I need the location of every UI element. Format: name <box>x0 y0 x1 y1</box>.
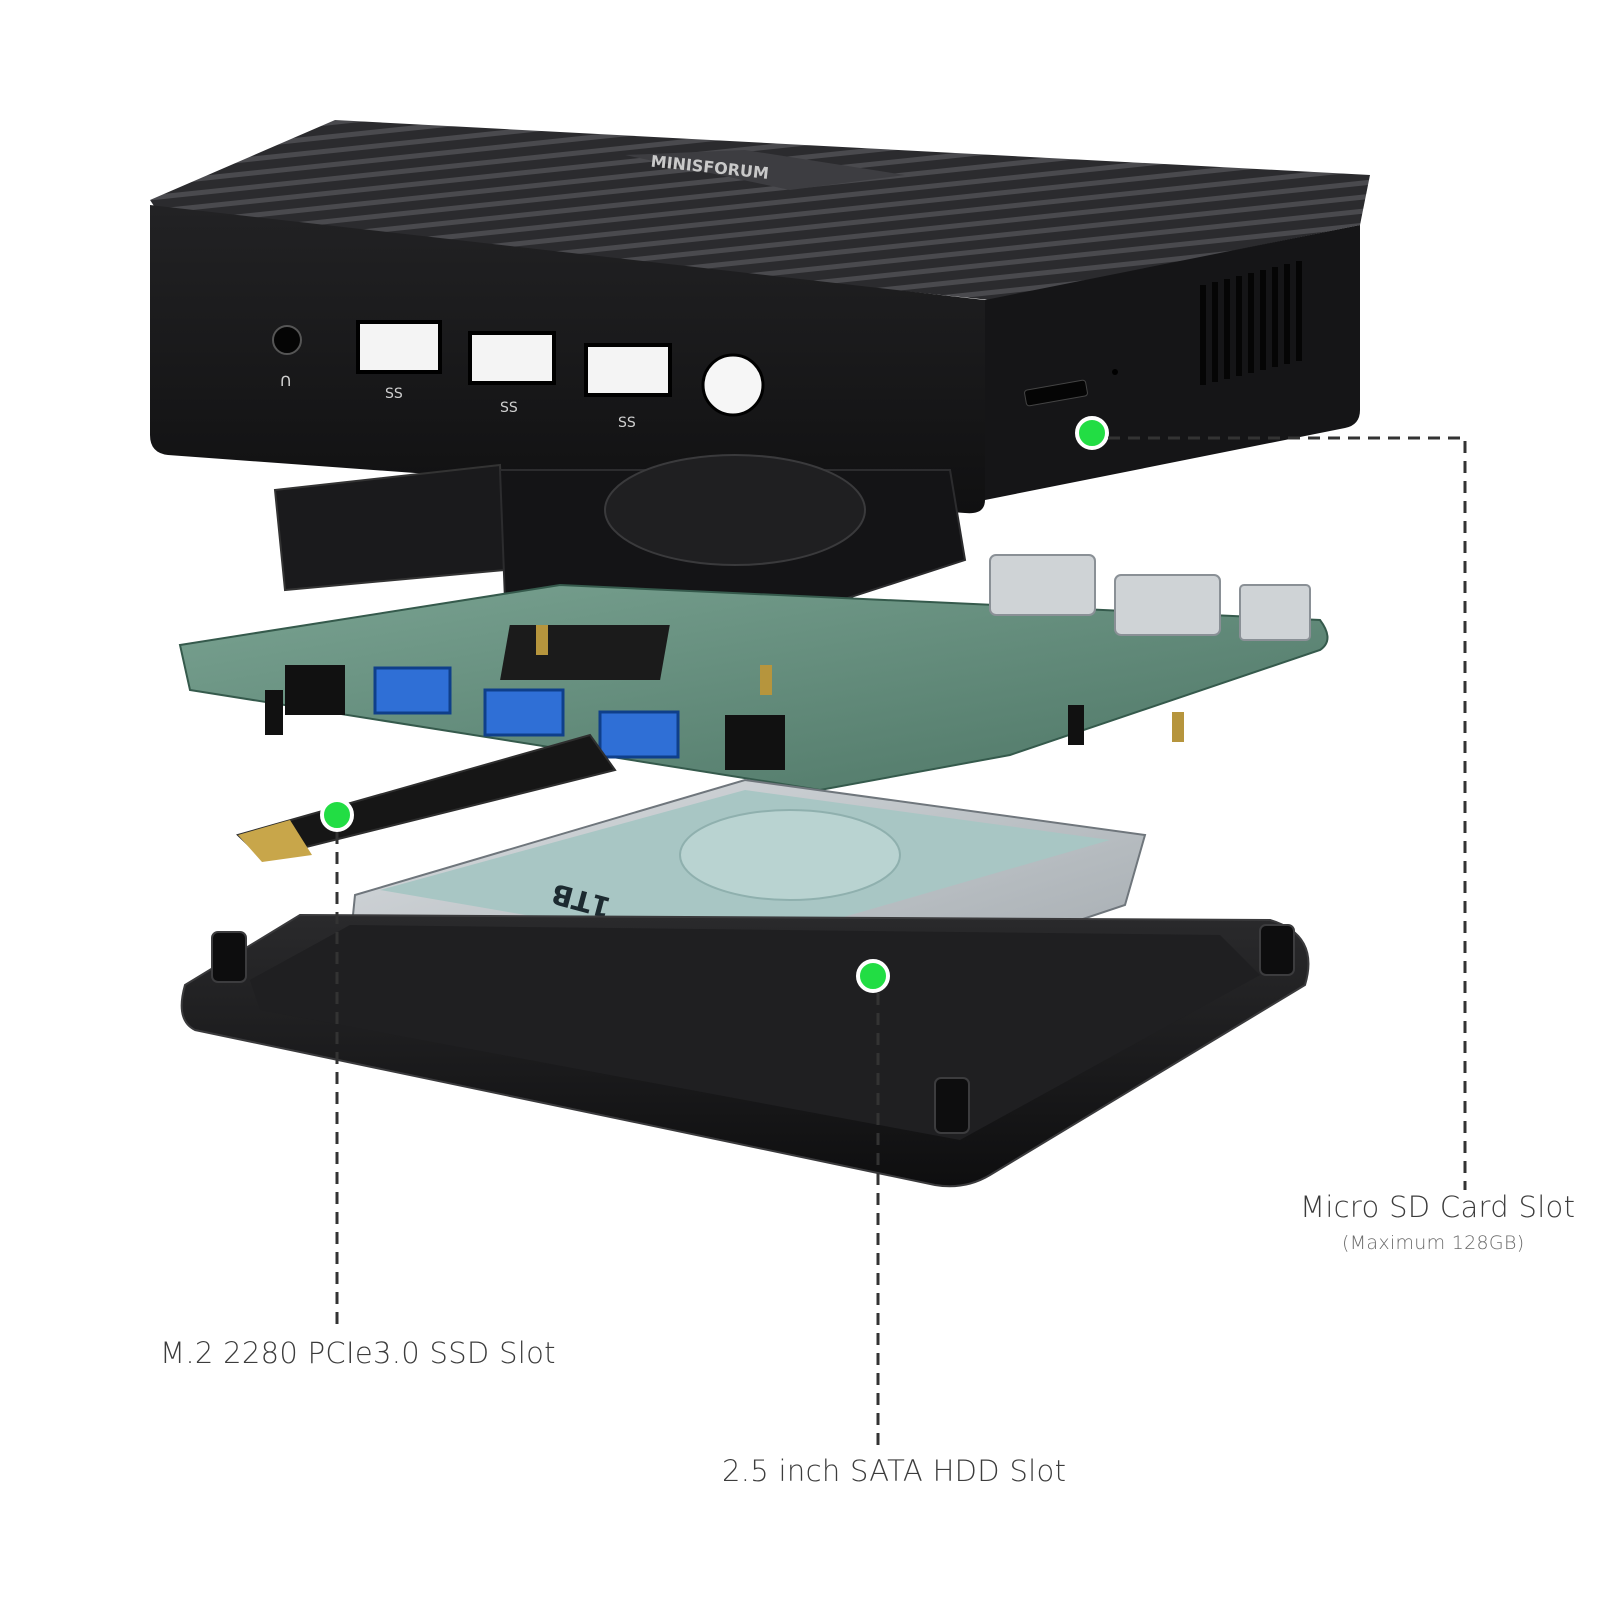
sata-hdd-callout-title: 2.5 inch SATA HDD Slot <box>722 1454 1067 1488</box>
power-button[interactable] <box>701 353 765 417</box>
usb-ss-mark-3: SS <box>618 415 636 431</box>
micro-sd-marker[interactable] <box>1075 416 1109 450</box>
motherboard <box>178 554 1329 792</box>
hdd-platter-bump <box>679 809 901 901</box>
brass-standoff-3 <box>1172 712 1184 742</box>
fan-rotor <box>604 454 866 566</box>
usb-ss-mark-2: SS <box>500 400 518 416</box>
case-logo-plate <box>625 150 905 190</box>
m2-ssd-connector <box>238 820 312 862</box>
board-usb-3 <box>598 710 680 759</box>
callout-sd <box>1075 416 1467 1190</box>
micro-sd-leader-line <box>1108 436 1467 1190</box>
standoff-1 <box>265 690 283 735</box>
tray-bosses <box>211 924 1295 1134</box>
pcb <box>178 583 1329 792</box>
callout-ssd <box>320 798 354 1325</box>
side-vents <box>1200 261 1302 385</box>
micro-sd-slot[interactable] <box>1024 379 1088 407</box>
m2-ssd-marker[interactable] <box>320 798 354 832</box>
headphone-icon: ∩ <box>279 370 292 391</box>
top-case: MINISFORUM ∩ SS SS SS <box>150 120 1370 514</box>
headphone-jack[interactable] <box>272 325 302 355</box>
standoff-2 <box>1068 705 1084 745</box>
usb-port-1[interactable] <box>356 320 442 374</box>
micro-sd-callout-subtitle: (Maximum 128GB) <box>1342 1232 1525 1254</box>
board-usb-2 <box>483 688 565 737</box>
m2-ssd-callout-title: M.2 2280 PCIe3.0 SSD Slot <box>160 1336 556 1370</box>
usb-port-2[interactable] <box>468 331 556 385</box>
micro-sd-callout-title: Micro SD Card Slot <box>1300 1190 1576 1224</box>
cooler-assembly <box>273 454 967 622</box>
case-top-surface <box>150 120 1370 300</box>
cpu-chip <box>500 625 670 680</box>
usb-ss-mark-1: SS <box>385 386 403 402</box>
rear-io-ports <box>989 554 1311 641</box>
heatsink-block <box>273 463 507 592</box>
board-power-jack <box>725 715 785 770</box>
board-audio-jack <box>285 665 345 715</box>
reset-hole <box>1112 369 1118 375</box>
brass-standoff-1 <box>536 625 548 655</box>
tray-inner <box>250 925 1260 1140</box>
board-usb-1 <box>373 666 452 715</box>
brass-standoff-2 <box>760 665 772 695</box>
bottom-tray <box>180 913 1310 1188</box>
case-front-face <box>150 205 985 514</box>
callout-hdd <box>856 959 890 1450</box>
sata-hdd-marker[interactable] <box>856 959 890 993</box>
usb-port-3[interactable] <box>584 343 672 397</box>
